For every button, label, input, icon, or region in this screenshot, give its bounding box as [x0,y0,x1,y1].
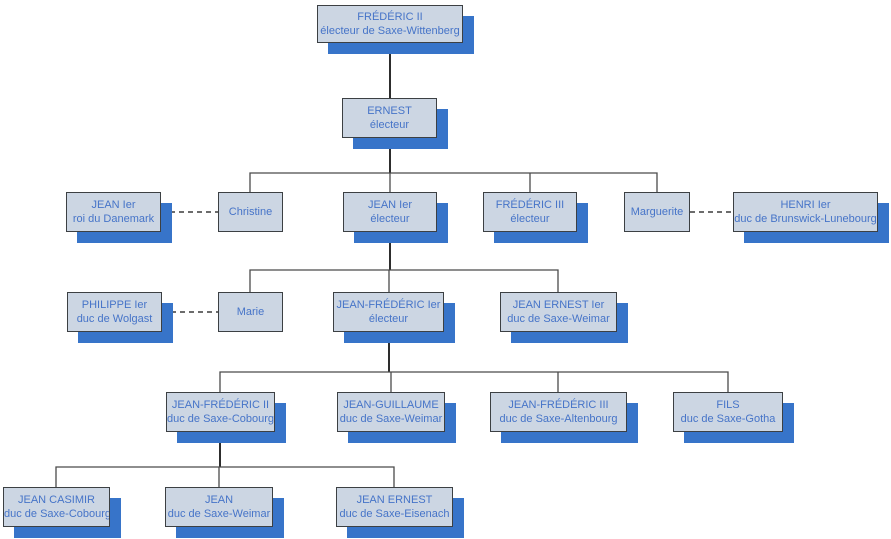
person-title: duc de Brunswick-Lunebourg [734,213,877,225]
person-name: JEAN [204,494,234,506]
node-jean: JEAN duc de Saxe-Weimar [165,487,273,527]
node-philippe-ier: PHILIPPE Ier duc de Wolgast [67,292,162,332]
node-jean-casimir: JEAN CASIMIR duc de Saxe-Cobourg [3,487,110,527]
person-title: électeur [368,313,409,325]
node-jean-ernest: JEAN ERNEST duc de Saxe-Eisenach [336,487,453,527]
node-jean-ier-electeur: JEAN Ier électeur [343,192,437,232]
node-marie: Marie [218,292,283,332]
node-frederic-ii: FRÉDÉRIC II électeur de Saxe-Wittenberg [317,5,463,43]
person-name: JEAN Ier [91,199,136,211]
person-name: FRÉDÉRIC II [357,11,423,23]
person-title: duc de Wolgast [76,313,153,325]
person-name: PHILIPPE Ier [81,299,148,311]
sibling-rail-generation-6 [55,466,395,487]
person-name: JEAN ERNEST [356,494,433,506]
person-name: JEAN-GUILLAUME [343,399,439,411]
person-title: électeur de Saxe-Wittenberg [320,25,460,37]
person-title: duc de Saxe-Eisenach [339,508,450,520]
node-christine: Christine [218,192,283,232]
person-name: JEAN Ier [367,199,412,211]
node-jean-frederic-ier: JEAN-FRÉDÉRIC Ier électeur [333,292,444,332]
person-name: FILS [716,399,740,411]
person-name: Marguerite [630,206,684,218]
node-fils: FILS duc de Saxe-Gotha [673,392,783,432]
person-title: électeur [369,119,410,131]
person-name: JEAN ERNEST Ier [512,299,605,311]
person-name: ERNEST [367,105,412,117]
node-henri-ier: HENRI Ier duc de Brunswick-Lunebourg [733,192,878,232]
node-jean-guillaume: JEAN-GUILLAUME duc de Saxe-Weimar [337,392,445,432]
person-title: duc de Saxe-Weimar [167,508,271,520]
node-ernest: ERNEST électeur [342,98,437,138]
person-title: duc de Saxe-Weimar [339,413,443,425]
person-title: duc de Saxe-Altenbourg [499,413,618,425]
person-title: duc de Saxe-Cobourg [4,508,109,520]
person-title: duc de Saxe-Weimar [507,313,610,325]
node-jean-frederic-iii: JEAN-FRÉDÉRIC III duc de Saxe-Altenbourg [490,392,627,432]
person-name: FRÉDÉRIC III [495,199,565,211]
person-title: duc de Saxe-Cobourg [167,413,274,425]
person-name: Marie [236,306,265,318]
sibling-rail-generation-3 [249,172,658,192]
person-title: électeur [370,213,410,225]
sibling-rail-generation-4 [249,269,559,292]
person-title: duc de Saxe-Gotha [680,413,776,425]
person-name: JEAN CASIMIR [17,494,95,506]
node-jean-ier-danemark: JEAN Ier roi du Danemark [66,192,161,232]
node-marguerite: Marguerite [624,192,690,232]
sibling-rail-generation-5 [219,371,729,392]
node-frederic-iii: FRÉDÉRIC III électeur [483,192,577,232]
person-title: roi du Danemark [72,213,155,225]
person-name: JEAN-FRÉDÉRIC Ier [336,299,441,311]
node-jean-frederic-ii: JEAN-FRÉDÉRIC II duc de Saxe-Cobourg [166,392,275,432]
person-name: JEAN-FRÉDÉRIC III [508,399,609,411]
node-jean-ernest-ier: JEAN ERNEST Ier duc de Saxe-Weimar [500,292,617,332]
person-name: HENRI Ier [780,199,831,211]
person-name: Christine [228,206,273,218]
person-title: électeur [510,213,550,225]
person-name: JEAN-FRÉDÉRIC II [171,399,270,411]
